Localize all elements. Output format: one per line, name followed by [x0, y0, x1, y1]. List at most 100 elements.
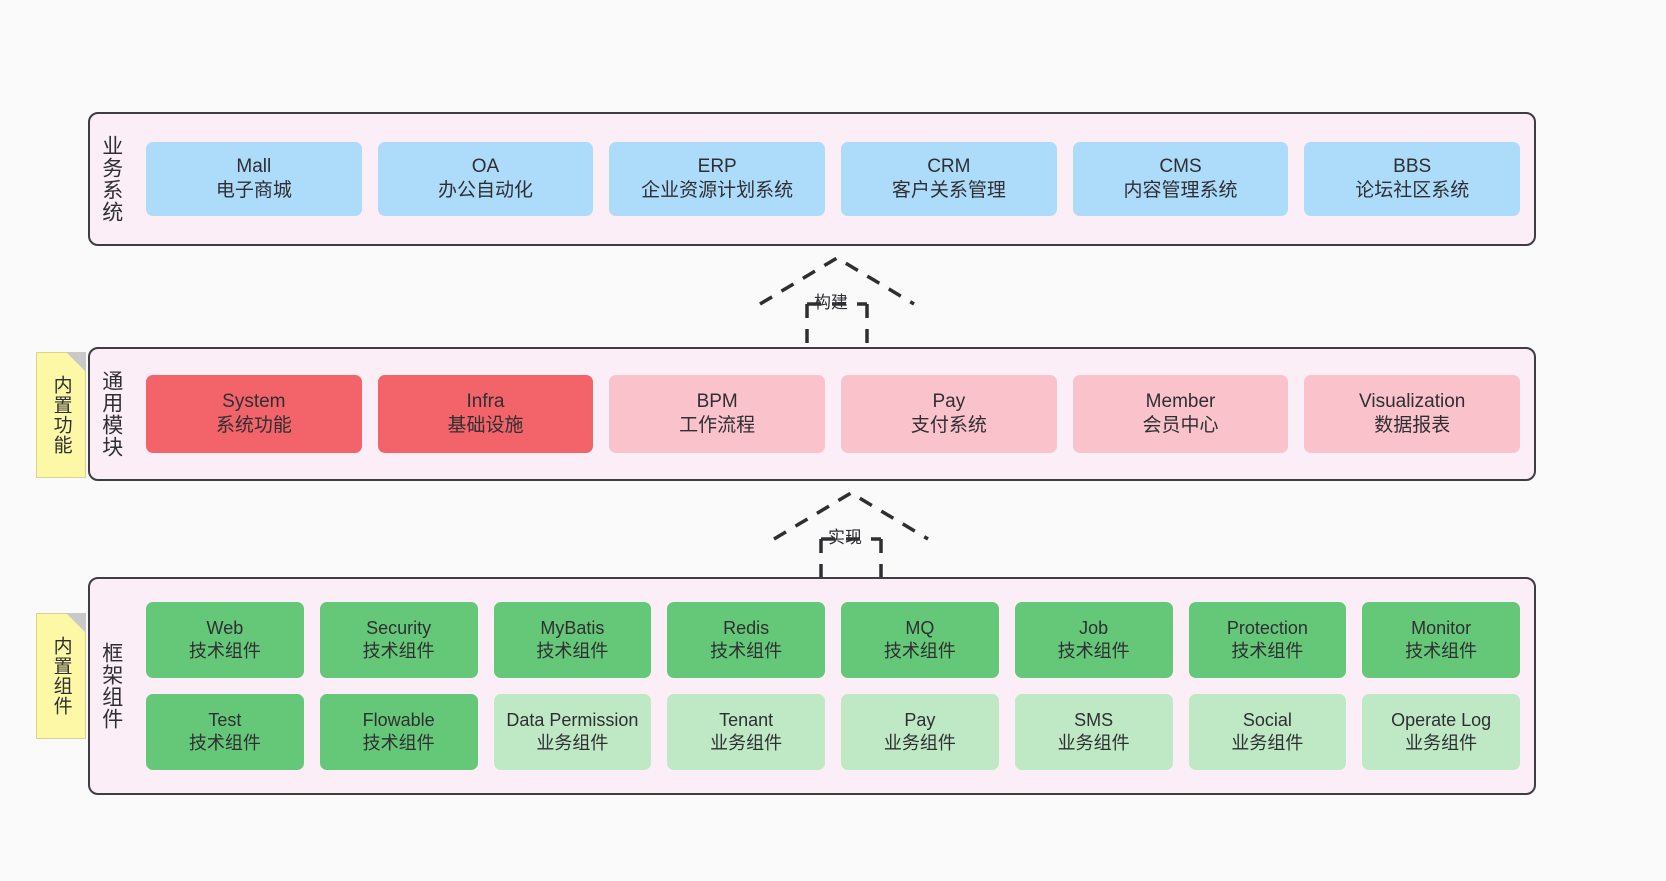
card-title: Flowable [362, 709, 435, 730]
card-pay-component[interactable]: Pay 业务组件 [841, 694, 999, 770]
card-tenant[interactable]: Tenant 业务组件 [667, 694, 825, 770]
card-title: Protection [1226, 617, 1308, 638]
dashed-generalization-arrow-icon [759, 255, 915, 347]
card-pay-module[interactable]: Pay 支付系统 [841, 375, 1057, 453]
card-subtitle: 支付系统 [910, 415, 987, 436]
card-title: Data Permission [506, 709, 639, 730]
card-system[interactable]: System 系统功能 [146, 375, 362, 453]
layer-body-business: Mall 电子商城 OA 办公自动化 ERP 企业资源计划系统 CRM 客户关系… [132, 114, 1534, 244]
card-subtitle: 数据报表 [1374, 415, 1451, 436]
card-mybatis[interactable]: MyBatis 技术组件 [493, 602, 652, 678]
card-erp[interactable]: ERP 企业资源计划系统 [609, 142, 826, 216]
card-subtitle: 基础设施 [447, 415, 524, 436]
card-title: Redis [723, 617, 770, 638]
card-subtitle: 客户关系管理 [891, 180, 1006, 201]
card-subtitle: 业务组件 [1405, 733, 1478, 753]
card-subtitle: 企业资源计划系统 [641, 180, 794, 201]
layer-title-business: 业务系统 [99, 135, 123, 223]
card-test[interactable]: Test 技术组件 [146, 694, 304, 770]
dashed-generalization-arrow-icon [773, 490, 929, 582]
layer-body-framework: Web 技术组件 Security 技术组件 MyBatis 技术组件 Redi… [132, 579, 1534, 793]
note-label: 内置组件 [50, 636, 72, 716]
card-title: MQ [905, 617, 935, 638]
card-subtitle: 论坛社区系统 [1355, 180, 1470, 201]
card-row: Web 技术组件 Security 技术组件 MyBatis 技术组件 Redi… [146, 602, 1520, 678]
card-title: SMS [1074, 709, 1114, 730]
card-subtitle: 技术组件 [883, 641, 956, 661]
card-security[interactable]: Security 技术组件 [319, 602, 478, 678]
card-subtitle: 内容管理系统 [1123, 180, 1238, 201]
card-subtitle: 技术组件 [1405, 641, 1478, 661]
connector-implement: 实现 [766, 487, 936, 582]
card-title: Social [1242, 709, 1292, 730]
card-subtitle: 技术组件 [362, 733, 435, 753]
card-visualization[interactable]: Visualization 数据报表 [1304, 375, 1521, 453]
connector-build: 构建 [752, 252, 922, 347]
card-title: Security [366, 617, 432, 638]
note-builtin-components: 内置组件 [36, 613, 86, 739]
card-title: Test [208, 709, 242, 730]
card-mq[interactable]: MQ 技术组件 [841, 602, 999, 678]
card-title: Pay [904, 709, 936, 730]
card-subtitle: 技术组件 [188, 641, 261, 661]
card-crm[interactable]: CRM 客户关系管理 [841, 142, 1057, 216]
card-monitor[interactable]: Monitor 技术组件 [1362, 602, 1520, 678]
card-title: Pay [932, 390, 966, 412]
card-subtitle: 技术组件 [536, 641, 609, 661]
card-title: BBS [1393, 155, 1432, 177]
card-row: System 系统功能 Infra 基础设施 BPM 工作流程 Pay 支付系统… [146, 375, 1521, 453]
card-title: Monitor [1411, 617, 1472, 638]
connector-label-implement: 实现 [828, 528, 862, 547]
card-title: MyBatis [540, 617, 605, 638]
card-web[interactable]: Web 技术组件 [146, 602, 304, 678]
card-redis[interactable]: Redis 技术组件 [667, 602, 825, 678]
card-subtitle: 业务组件 [1057, 733, 1130, 753]
card-subtitle: 技术组件 [188, 733, 261, 753]
card-title: Infra [466, 390, 505, 412]
card-subtitle: 电子商城 [215, 180, 292, 201]
layer-title-framework: 框架组件 [99, 642, 123, 730]
card-subtitle: 业务组件 [536, 733, 609, 753]
card-cms[interactable]: CMS 内容管理系统 [1072, 142, 1289, 216]
card-operate-log[interactable]: Operate Log 业务组件 [1362, 694, 1520, 770]
card-title: Job [1079, 617, 1109, 638]
card-bbs[interactable]: BBS 论坛社区系统 [1304, 142, 1521, 216]
layer-body-modules: System 系统功能 Infra 基础设施 BPM 工作流程 Pay 支付系统… [132, 349, 1534, 479]
card-oa[interactable]: OA 办公自动化 [377, 142, 594, 216]
card-mall[interactable]: Mall 电子商城 [146, 142, 362, 216]
card-title: CRM [927, 155, 971, 177]
note-builtin-functions: 内置功能 [36, 352, 86, 478]
layer-title-modules: 通用模块 [99, 370, 123, 458]
card-row: Mall 电子商城 OA 办公自动化 ERP 企业资源计划系统 CRM 客户关系… [146, 142, 1521, 216]
layer-business-systems: 业务系统 Mall 电子商城 OA 办公自动化 ERP 企业资源计划系统 CRM… [88, 112, 1536, 246]
card-protection[interactable]: Protection 技术组件 [1188, 602, 1347, 678]
card-subtitle: 业务组件 [883, 733, 956, 753]
layer-common-modules: 通用模块 System 系统功能 Infra 基础设施 BPM 工作流程 Pay… [88, 347, 1536, 481]
card-infra[interactable]: Infra 基础设施 [377, 375, 594, 453]
card-title: Operate Log [1391, 709, 1492, 730]
card-title: Mall [236, 155, 272, 177]
card-subtitle: 业务组件 [710, 733, 783, 753]
card-title: BPM [696, 390, 738, 412]
card-subtitle: 技术组件 [710, 641, 783, 661]
card-data-permission[interactable]: Data Permission 业务组件 [493, 694, 652, 770]
card-sms[interactable]: SMS 业务组件 [1014, 694, 1173, 770]
card-bpm[interactable]: BPM 工作流程 [609, 375, 826, 453]
card-title: Web [206, 617, 244, 638]
note-label: 内置功能 [50, 375, 72, 455]
card-title: CMS [1159, 155, 1202, 177]
card-subtitle: 业务组件 [1231, 733, 1304, 753]
card-subtitle: 工作流程 [679, 415, 756, 436]
card-member[interactable]: Member 会员中心 [1072, 375, 1289, 453]
card-subtitle: 技术组件 [362, 641, 435, 661]
card-subtitle: 技术组件 [1231, 641, 1304, 661]
card-subtitle: 办公自动化 [438, 180, 534, 201]
card-title: ERP [697, 155, 737, 177]
card-flowable[interactable]: Flowable 技术组件 [319, 694, 478, 770]
card-social[interactable]: Social 业务组件 [1188, 694, 1347, 770]
card-job[interactable]: Job 技术组件 [1014, 602, 1173, 678]
card-subtitle: 系统功能 [215, 415, 292, 436]
card-title: Tenant [719, 709, 774, 730]
layer-framework-components: 框架组件 Web 技术组件 Security 技术组件 MyBatis 技术组件… [88, 577, 1536, 795]
